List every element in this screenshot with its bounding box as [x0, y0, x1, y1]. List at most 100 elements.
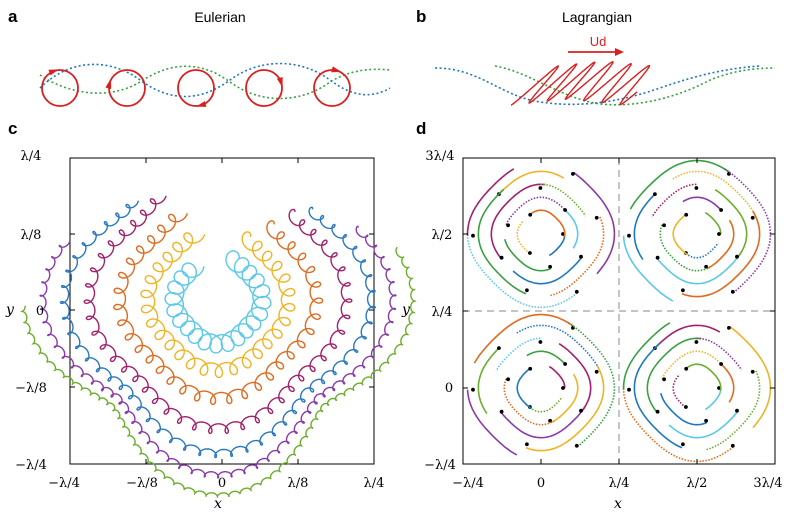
panel-c-trajectories	[20, 195, 417, 498]
panel-b-title: Lagrangian	[562, 9, 632, 25]
cell-arc-2	[516, 219, 531, 255]
cell-arc-59	[622, 382, 734, 463]
cell-arc-25	[633, 193, 656, 261]
particle-dot-18	[684, 212, 689, 217]
cell-arc-39	[558, 343, 592, 412]
d-ytick-5: −λ/4	[424, 458, 456, 473]
particle-dot-54	[735, 408, 739, 413]
cell-arc-53	[696, 337, 743, 371]
cell-arc-18	[672, 213, 688, 256]
cell-arc-50	[661, 350, 725, 380]
orbit-arrowhead-3	[195, 101, 207, 107]
c-xlabel: x	[214, 496, 222, 512]
panel-b-green-wave	[494, 65, 776, 106]
cell-arc-20	[659, 224, 711, 272]
panel-b-drift-arrowhead	[615, 48, 624, 56]
d-ytick-2: λ/2	[432, 228, 453, 243]
particle-dot-26	[750, 215, 755, 220]
panel-c-ticks	[69, 157, 375, 465]
d-ytick-1: 3λ/4	[425, 149, 454, 164]
orbit-arrowhead-4	[276, 77, 283, 88]
cell-arc-45	[466, 389, 518, 456]
cell-arc-47	[672, 373, 687, 409]
cell-arc-5	[505, 196, 569, 226]
particle-dot-49	[704, 418, 708, 423]
cell-arc-38	[495, 337, 541, 372]
cell-arc-7	[490, 183, 546, 259]
particle-dot-37	[499, 409, 504, 414]
cell-arc-4	[504, 239, 551, 272]
trajectory-1	[164, 250, 272, 354]
cell-arc-28	[629, 159, 731, 210]
d-xlabel: x	[614, 496, 622, 512]
cell-arc-10	[498, 170, 565, 195]
particle-dot-8	[538, 186, 543, 190]
d-ytick-4: 0	[445, 381, 453, 396]
panel-d: d 3λ/4 λ/2 λ/4 0 −λ/4 −λ/4 0 λ/4 λ/2 3λ/…	[401, 119, 783, 512]
trajectory-5	[59, 200, 377, 459]
cell-arc-21	[682, 196, 722, 211]
particle-dot-45	[471, 387, 475, 392]
particle-dot-27	[681, 288, 685, 293]
cell-arc-52	[646, 337, 702, 413]
particle-dot-14	[574, 289, 579, 294]
particle-dot-51	[719, 362, 723, 366]
cell-arc-43	[473, 313, 575, 364]
cell-arc-46	[704, 387, 722, 411]
trajectory-6	[39, 225, 397, 479]
particle-dot-4	[548, 264, 552, 269]
particle-dot-48	[684, 366, 689, 371]
c-xtick-4: λ/8	[288, 476, 309, 491]
cell-arc-34	[550, 373, 579, 424]
particle-dot-36	[563, 362, 567, 366]
cell-arc-17	[685, 242, 719, 259]
c-ytick-4: −λ/8	[15, 381, 47, 396]
d-ytick-3: λ/4	[432, 305, 453, 320]
cell-arc-30	[622, 235, 674, 302]
d-xtick-4: λ/2	[687, 476, 708, 491]
trajectory-4	[83, 195, 353, 435]
cell-arc-54	[668, 410, 739, 439]
panel-c-frame	[69, 157, 375, 465]
cell-arc-44	[567, 321, 616, 448]
particle-dot-7	[499, 255, 504, 260]
panel-a-blue-wave	[39, 62, 391, 98]
cell-arc-35	[503, 378, 555, 426]
panel-c-letter: c	[8, 119, 17, 138]
d-xtick-3: λ/4	[609, 476, 630, 491]
cell-arc-23	[651, 183, 697, 218]
d-xtick-1: −λ/4	[452, 476, 484, 491]
panel-a-title: Eulerian	[194, 9, 245, 25]
particle-dot-53	[694, 340, 699, 344]
panel-b-particle-path	[510, 61, 651, 106]
particle-dot-22	[655, 255, 660, 260]
particle-dot-33	[528, 366, 533, 371]
cell-arc-32	[529, 396, 563, 413]
c-ytick-2: λ/8	[21, 228, 42, 243]
c-xtick-1: −λ/4	[48, 476, 80, 491]
trajectory-3	[113, 213, 324, 406]
panel-a-orbits	[41, 66, 351, 107]
panel-d-letter: d	[416, 119, 426, 138]
orbit-arrowhead-2	[105, 78, 112, 90]
trajectory-2	[140, 231, 296, 379]
cell-arc-8	[540, 183, 587, 217]
particle-dot-47	[684, 405, 688, 409]
particle-dot-6	[563, 208, 567, 212]
cell-arc-27	[681, 211, 761, 298]
cell-arc-36	[526, 350, 566, 365]
panel-a-letter: a	[8, 7, 18, 26]
particle-dot-23	[694, 186, 699, 190]
particle-dot-40	[497, 346, 501, 350]
orbit-arrowhead-5	[331, 66, 342, 73]
cell-arc-55	[654, 324, 721, 349]
panel-b-letter: b	[416, 7, 426, 26]
cell-arc-37	[500, 406, 586, 439]
c-ytick-3: 0	[36, 304, 44, 319]
cell-arc-49	[660, 393, 707, 426]
cell-arc-9	[512, 256, 583, 285]
d-xtick-5: 3λ/4	[753, 476, 782, 491]
panel-b: b Lagrangian Ud	[416, 7, 776, 106]
particle-dot-31	[561, 386, 565, 390]
particle-dot-20	[662, 223, 666, 228]
